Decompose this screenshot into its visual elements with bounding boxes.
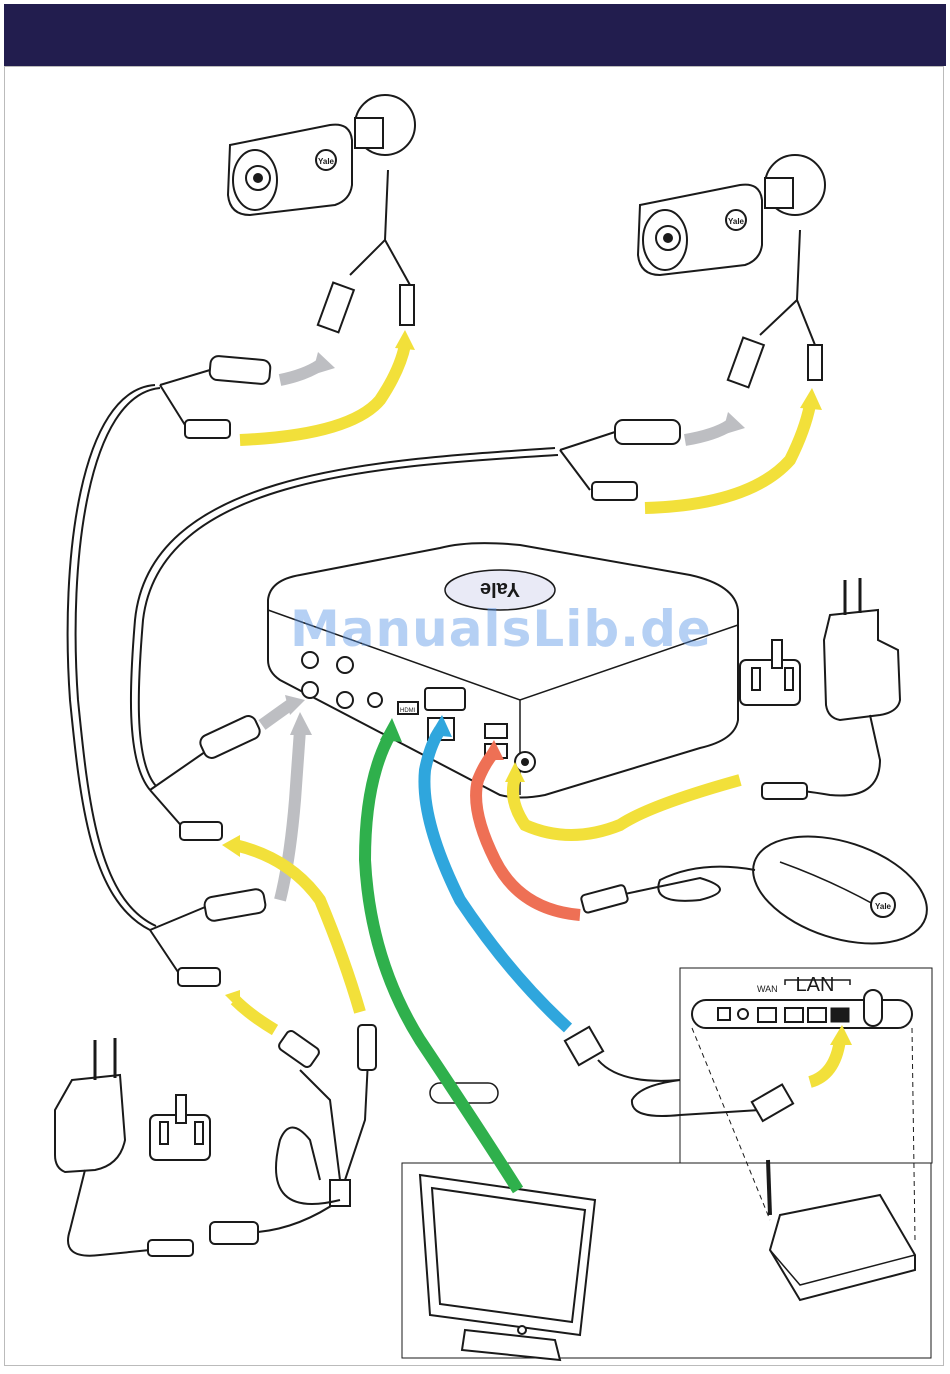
mouse-icon: Yale bbox=[620, 817, 940, 964]
mouse-logo: Yale bbox=[875, 902, 892, 911]
watermark: ManualsLib.de bbox=[290, 600, 712, 658]
power-adapter-icon bbox=[790, 578, 900, 796]
plug-adapter-icon bbox=[150, 1095, 210, 1160]
camera-logo: Yale bbox=[728, 217, 745, 226]
wan-label: WAN bbox=[757, 984, 778, 994]
lan-label: LAN bbox=[796, 974, 835, 996]
camera-logo: Yale bbox=[318, 157, 335, 166]
power-arrow bbox=[235, 845, 360, 1012]
camera-icon: Yale bbox=[638, 155, 825, 275]
hdmi-arrow bbox=[365, 735, 518, 1190]
plug-adapter-icon bbox=[740, 640, 800, 705]
nvr-logo: Yale bbox=[480, 578, 520, 600]
hdmi-port-label: HDMI bbox=[400, 708, 416, 714]
power-adapter-icon bbox=[55, 1038, 150, 1256]
video-arrow bbox=[262, 705, 290, 725]
power-arrow bbox=[235, 1000, 275, 1030]
